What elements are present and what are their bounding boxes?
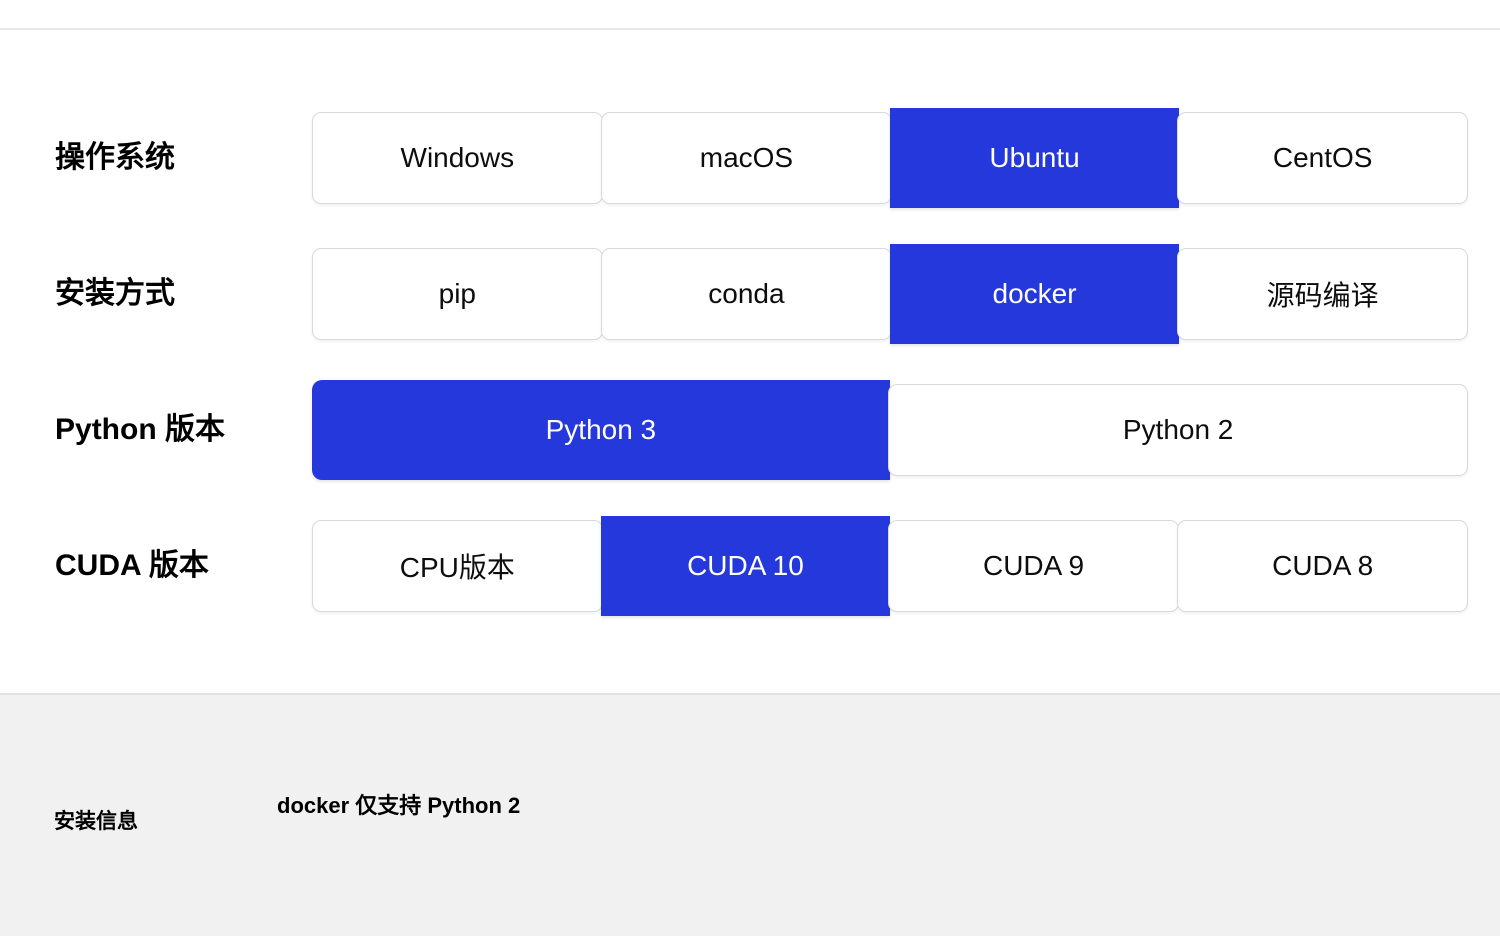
os-option-windows[interactable]: Windows — [312, 112, 603, 204]
install-method-options-group: pip conda docker 源码编译 — [312, 244, 1468, 344]
cuda-option-cuda9[interactable]: CUDA 9 — [888, 520, 1179, 612]
cuda-version-row-label: CUDA 版本 — [55, 549, 209, 582]
python-option-python2[interactable]: Python 2 — [888, 384, 1468, 476]
install-info-message: docker 仅支持 Python 2 — [277, 793, 521, 818]
install-info-section: 安装信息 docker 仅支持 Python 2 — [0, 693, 1500, 936]
install-option-docker[interactable]: docker — [890, 244, 1179, 344]
install-info-label: 安装信息 — [54, 810, 138, 833]
os-row-label: 操作系统 — [55, 141, 175, 174]
cuda-option-cuda8[interactable]: CUDA 8 — [1177, 520, 1468, 612]
install-method-row-label: 安装方式 — [55, 277, 175, 310]
os-option-macos[interactable]: macOS — [601, 112, 892, 204]
cuda-version-selector-row: CUDA 版本 CPU版本 CUDA 10 CUDA 9 CUDA 8 — [0, 516, 1500, 616]
cuda-version-options-group: CPU版本 CUDA 10 CUDA 9 CUDA 8 — [312, 516, 1468, 616]
python-option-python3[interactable]: Python 3 — [312, 380, 890, 480]
cuda-option-cpu[interactable]: CPU版本 — [312, 520, 603, 612]
install-method-selector-row: 安装方式 pip conda docker 源码编译 — [0, 244, 1500, 344]
install-option-conda[interactable]: conda — [601, 248, 892, 340]
os-options-group: Windows macOS Ubuntu CentOS — [312, 108, 1468, 208]
python-version-options-group: Python 3 Python 2 — [312, 380, 1468, 480]
python-version-selector-row: Python 版本 Python 3 Python 2 — [0, 380, 1500, 480]
install-option-pip[interactable]: pip — [312, 248, 603, 340]
os-option-centos[interactable]: CentOS — [1177, 112, 1468, 204]
python-version-row-label: Python 版本 — [55, 413, 225, 446]
os-selector-row: 操作系统 Windows macOS Ubuntu CentOS — [0, 108, 1500, 208]
install-option-source[interactable]: 源码编译 — [1177, 248, 1468, 340]
cuda-option-cuda10[interactable]: CUDA 10 — [601, 516, 890, 616]
os-option-ubuntu[interactable]: Ubuntu — [890, 108, 1179, 208]
top-divider — [0, 28, 1500, 30]
